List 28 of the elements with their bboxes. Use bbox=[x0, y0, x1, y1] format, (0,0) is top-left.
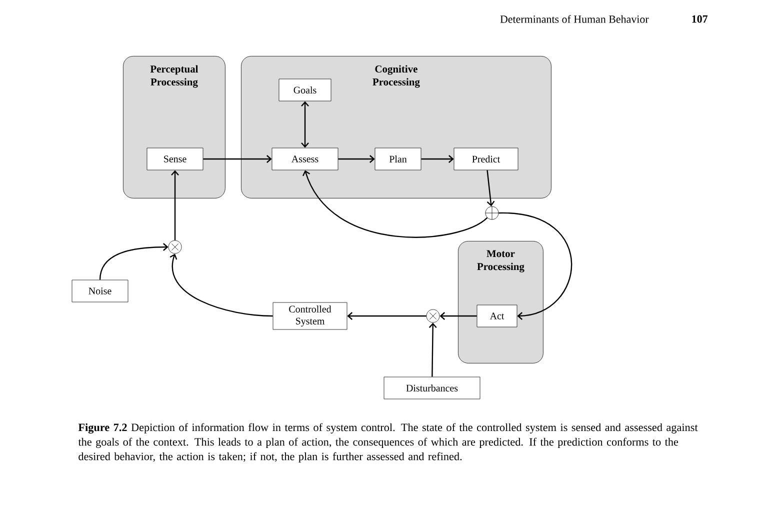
process-box: Act bbox=[476, 304, 518, 328]
arrow bbox=[498, 212, 572, 320]
arrow bbox=[302, 170, 488, 238]
arrow bbox=[301, 101, 309, 148]
process-box: Disturbances bbox=[384, 376, 480, 400]
summing-junction bbox=[485, 206, 499, 220]
multiplier-junction bbox=[426, 309, 440, 323]
arrow bbox=[338, 155, 375, 163]
process-box: Noise bbox=[72, 280, 128, 302]
figure-caption: Figure 7.2 Depiction of information flow in terms of system control. The state of the controlled system is sensed and assessed against the goals of the context. This leads to a plan of action, the consequences of which are predicted. If the prediction conforms to the desired behavior, the action is taken; if not, the plan is further assessed and refined. bbox=[78, 423, 698, 463]
process-box: Plan bbox=[374, 148, 422, 170]
multiplier-junction bbox=[168, 240, 182, 254]
arrow bbox=[203, 155, 272, 163]
arrow bbox=[440, 312, 477, 320]
arrow bbox=[347, 312, 426, 320]
page-number: 107 bbox=[692, 15, 708, 23]
process-box: Goals bbox=[278, 78, 332, 102]
arrow bbox=[421, 155, 454, 163]
arrow bbox=[171, 170, 179, 240]
process-box: Assess bbox=[272, 148, 338, 170]
process-box: Predict bbox=[454, 148, 518, 170]
running-header: Determinants of Human Behavior bbox=[500, 15, 649, 23]
arrow bbox=[428, 322, 437, 377]
process-box: Controlled System bbox=[272, 302, 348, 330]
arrow bbox=[170, 254, 273, 317]
arrow bbox=[486, 170, 495, 206]
process-box: Sense bbox=[146, 148, 204, 170]
arrow bbox=[99, 243, 168, 280]
